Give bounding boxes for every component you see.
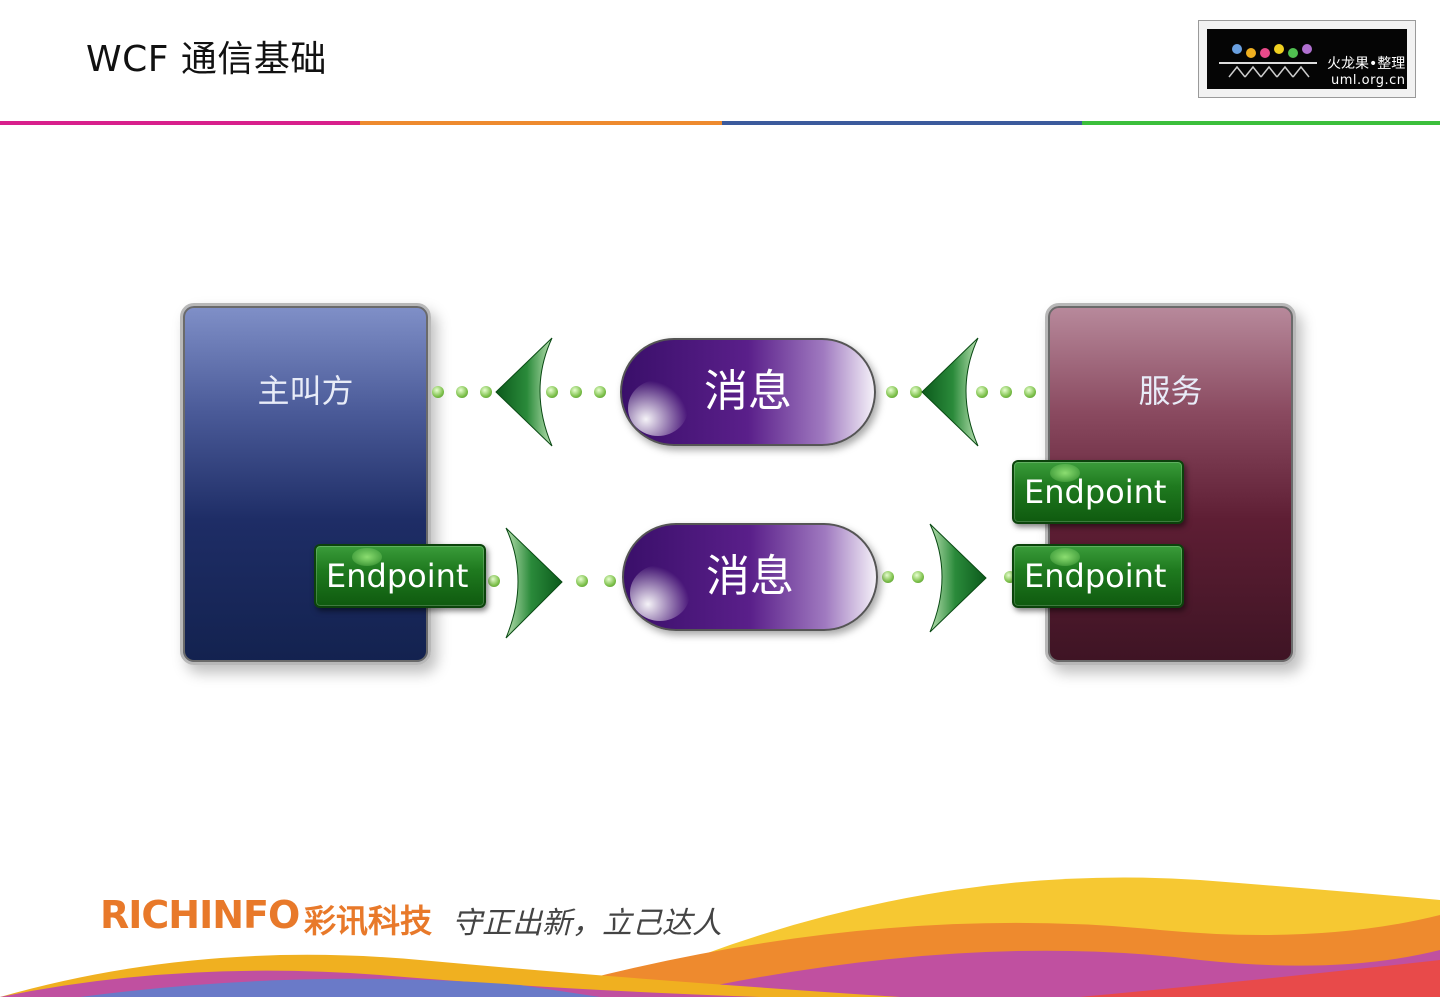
arrow-left-top2-icon — [921, 337, 979, 447]
message-top: 消息 — [620, 338, 876, 446]
logo-text-cn: 火龙果•整理 — [1327, 56, 1406, 72]
arrow-right-bottom2-icon — [929, 523, 987, 633]
service-endpoint-2: Endpoint — [1012, 544, 1184, 608]
brand-logo-text: RICHINFO — [100, 893, 300, 937]
caller-endpoint: Endpoint — [314, 544, 486, 608]
stripe-blue — [722, 121, 1082, 125]
uml-logo: 火龙果•整理 uml.org.cn — [1198, 20, 1416, 98]
logo-figures-icon — [1219, 44, 1317, 78]
logo-badge: 火龙果•整理 uml.org.cn — [1207, 29, 1407, 89]
stripe-green — [1082, 121, 1440, 125]
brand-slogan: 守正出新，立己达人 — [452, 906, 722, 941]
arrow-left-top-icon — [495, 337, 553, 447]
arrow-right-bottom-icon — [505, 527, 563, 639]
service-endpoint-1: Endpoint — [1012, 460, 1184, 524]
message-bottom: 消息 — [622, 523, 878, 631]
caller-label: 主叫方 — [257, 372, 354, 410]
stripe-orange — [360, 121, 722, 125]
slide-title: WCF 通信基础 — [86, 39, 327, 80]
logo-text-url: uml.org.cn — [1331, 73, 1406, 88]
stripe-magenta — [0, 121, 360, 125]
brand-cn-text: 彩讯科技 — [304, 902, 433, 940]
service-label: 服务 — [1138, 372, 1203, 410]
